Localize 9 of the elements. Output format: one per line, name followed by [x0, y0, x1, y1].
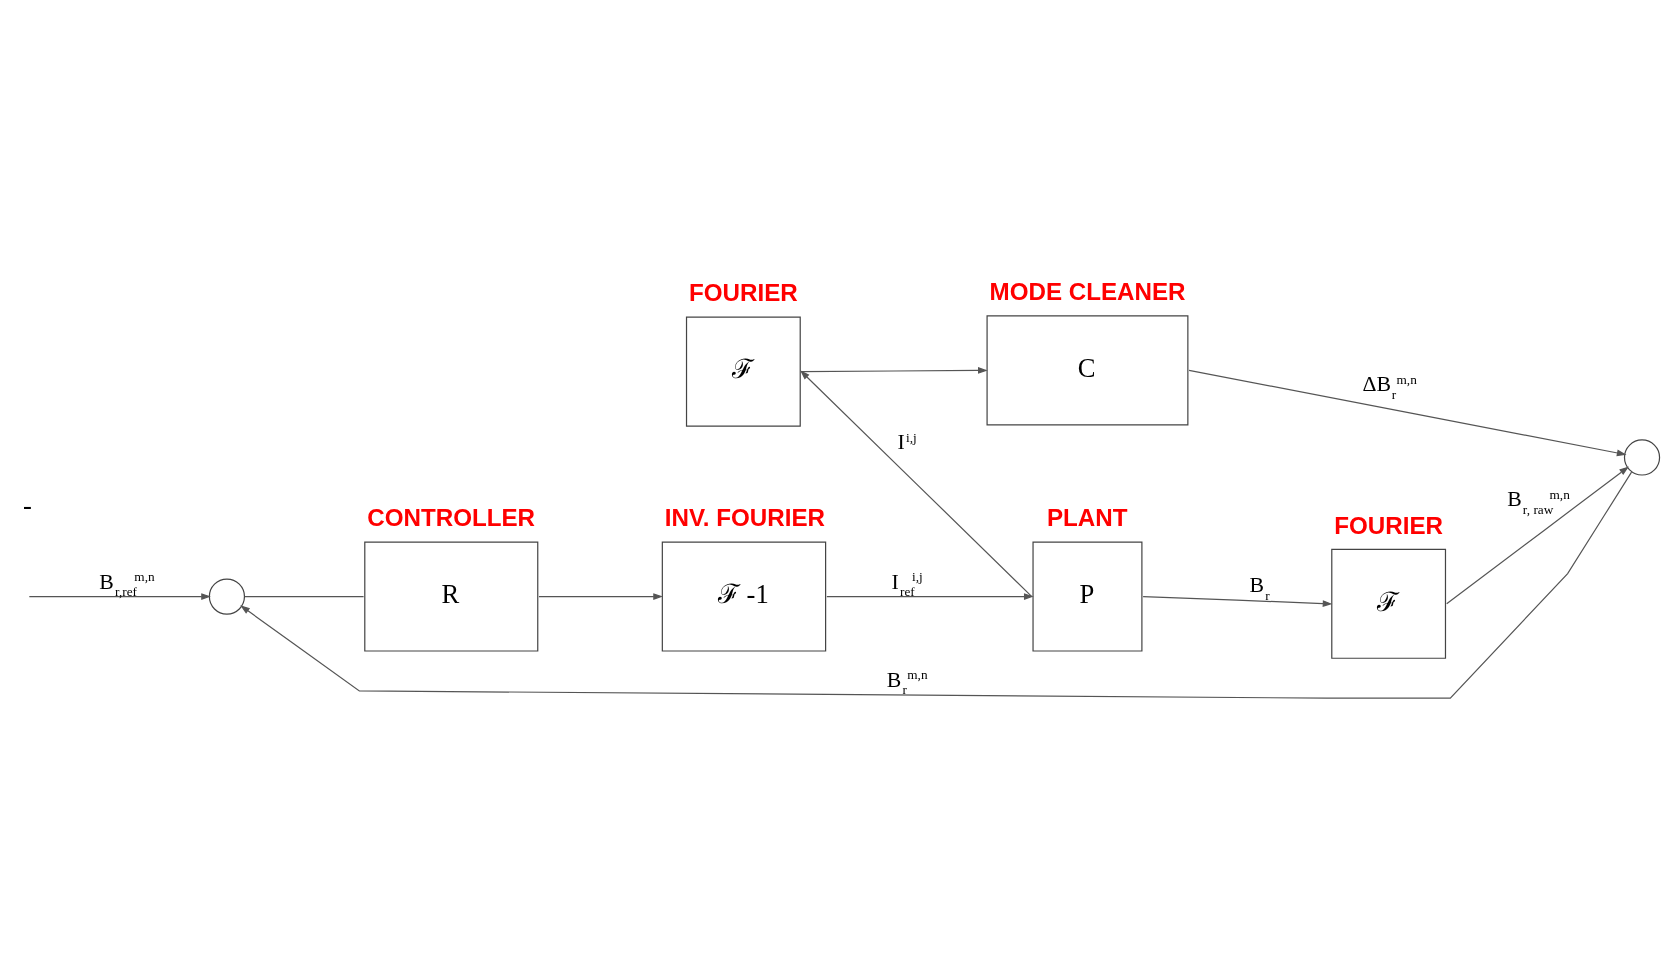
node-label: MODE CLEANER — [989, 278, 1186, 306]
node-label: PLANT — [1046, 504, 1128, 532]
node-label: INV. FOURIER — [664, 504, 826, 532]
label: - — [23, 489, 32, 520]
node-label: FOURIER — [688, 279, 798, 307]
edge-label: B$_{r}$ — [1249, 573, 1270, 603]
node-label: CONTROLLER — [367, 504, 536, 532]
edge-label: I$^{i,j}$ — [897, 429, 917, 455]
node-label: FOURIER — [1334, 511, 1443, 539]
